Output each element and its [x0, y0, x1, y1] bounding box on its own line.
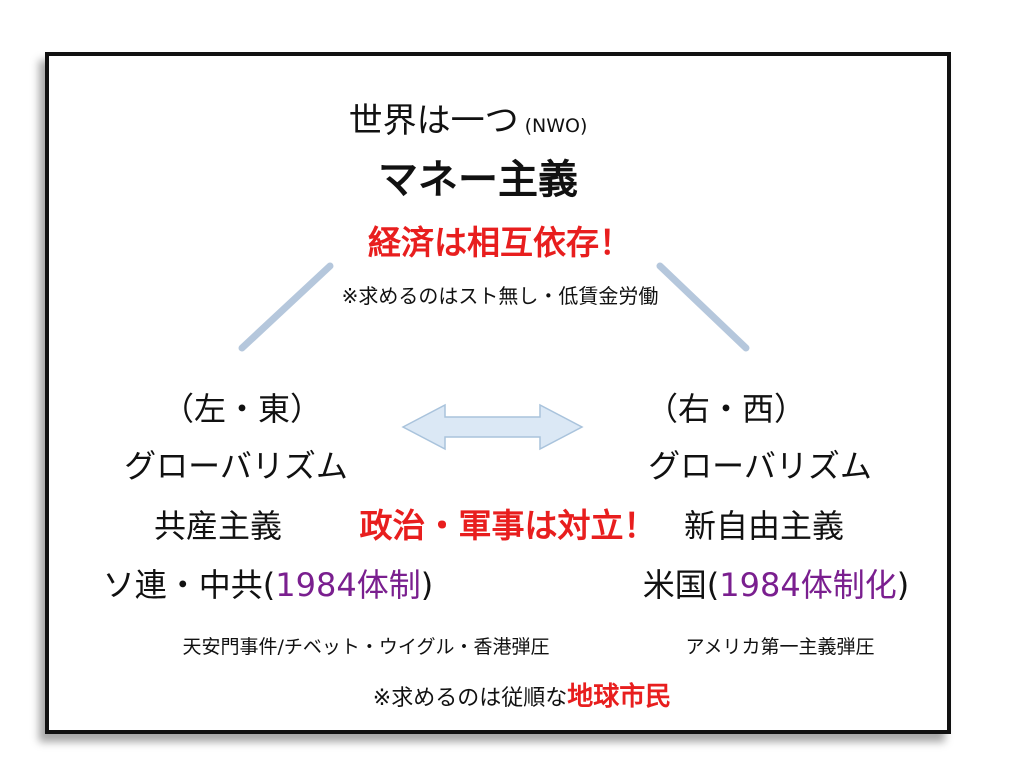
diagram-frame — [45, 52, 951, 734]
bottom-note-highlight: 地球市民 — [567, 682, 672, 712]
left-note: 天安門事件/チベット・ウイグル・香港弾圧 — [182, 636, 550, 658]
left-regime-highlight: 1984体制 — [275, 566, 421, 604]
middle-conflict-text: 政治・軍事は対立！ — [359, 506, 657, 545]
top-title-main: 世界は一つ — [348, 101, 519, 141]
top-subtitle: マネー主義 — [378, 157, 578, 203]
right-regime-main: 米国( — [642, 566, 720, 604]
left-regime-end: ) — [420, 566, 434, 604]
right-ideology: 新自由主義 — [683, 507, 845, 545]
left-regime: ソ連・中共(1984体制) — [103, 569, 433, 601]
left-globalism: グローバリズム — [124, 447, 348, 485]
bottom-note: ※求めるのは従順な地球市民 — [373, 684, 671, 710]
right-heading: （右・西） — [645, 390, 807, 428]
top-title: 世界は一つ(NWO) — [349, 104, 588, 138]
left-heading: （左・東） — [161, 390, 323, 428]
top-note: ※求めるのはスト無し・低賃金労働 — [341, 284, 659, 308]
bottom-note-prefix: ※求めるのは従順な — [372, 686, 568, 711]
right-note: アメリカ第一主義弾圧 — [685, 636, 875, 658]
left-ideology: 共産主義 — [153, 507, 283, 545]
left-regime-main: ソ連・中共( — [102, 566, 276, 604]
right-regime-highlight: 1984体制化 — [719, 566, 897, 604]
top-title-sub: (NWO) — [524, 115, 588, 137]
right-regime: 米国(1984体制化) — [643, 569, 909, 601]
right-regime-end: ) — [896, 566, 910, 604]
right-globalism: グローバリズム — [648, 447, 872, 485]
top-economy-line: 経済は相互依存！ — [368, 223, 632, 262]
